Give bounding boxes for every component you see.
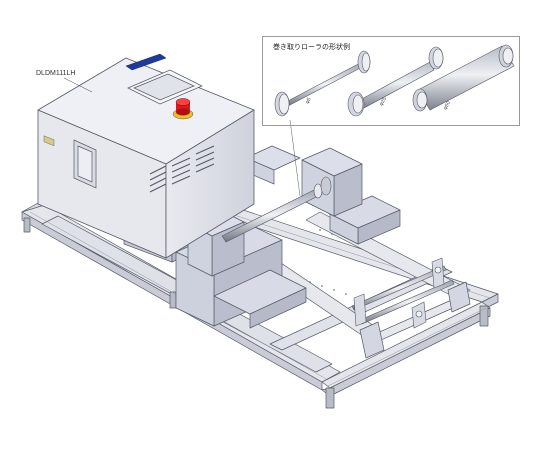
vent-louvers xyxy=(149,145,215,193)
dimension-thick: φ50 xyxy=(442,100,452,111)
roller-example-thick xyxy=(412,44,515,112)
roller-example-medium xyxy=(347,46,444,117)
control-box xyxy=(37,57,255,259)
dimension-thin: φ5 xyxy=(304,97,312,105)
roller-example-thin xyxy=(274,50,371,117)
display-panel xyxy=(127,69,203,105)
model-label: DLDM111LH xyxy=(36,70,76,77)
inset-title: 巻き取りローラの形状例 xyxy=(273,43,350,51)
side-door xyxy=(73,139,97,189)
side-label xyxy=(43,135,55,147)
rod-brackets xyxy=(353,257,445,329)
roller-examples-inset xyxy=(262,36,520,126)
emergency-stop xyxy=(172,98,194,120)
dimension-medium: φ25 xyxy=(378,96,388,107)
brand-plate xyxy=(125,53,167,71)
model-leader xyxy=(63,77,93,93)
winding-shaft xyxy=(221,119,332,243)
